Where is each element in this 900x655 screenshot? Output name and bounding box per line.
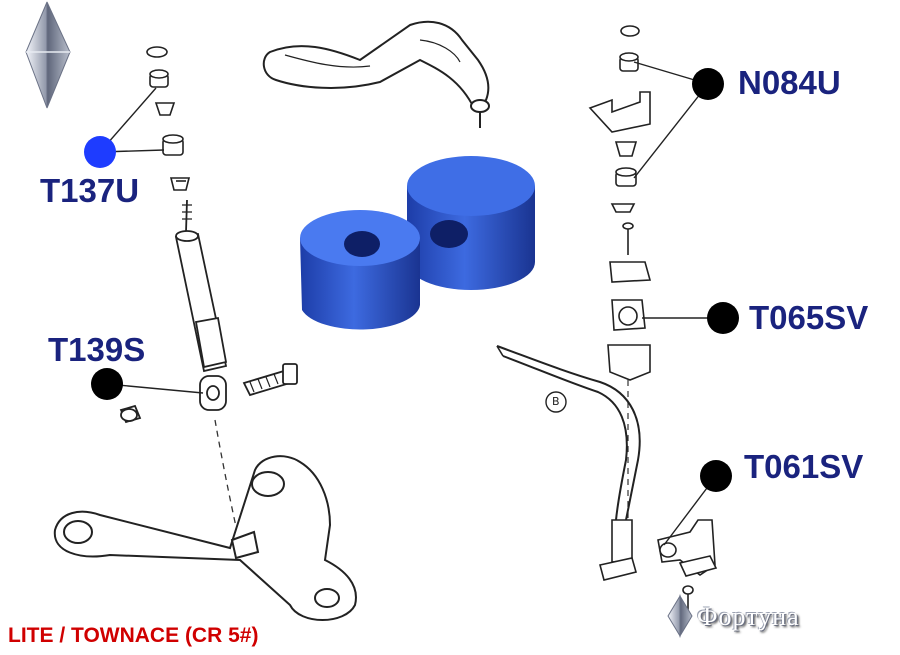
part-label-t137u: T137U	[40, 172, 140, 209]
part-label-t065sv: T065SV	[749, 299, 869, 336]
right-washer-stack	[588, 25, 652, 381]
n084u-marker-dot	[692, 68, 724, 100]
diamond-logo-icon	[25, 1, 71, 109]
t061sv-marker-dot	[700, 460, 732, 492]
brand-watermark: Фортуна	[697, 602, 800, 631]
t139s-marker-dot	[91, 368, 123, 400]
reference-circle	[545, 391, 567, 413]
part-label-t061sv: T061SV	[744, 448, 864, 485]
reference-mark: B	[552, 395, 560, 408]
vehicle-caption: LITE / TOWNACE (CR 5#)	[8, 624, 259, 647]
polyurethane-bushings-image	[300, 156, 535, 330]
left-washer-stack	[146, 46, 191, 191]
part-label-t139s: T139S	[48, 331, 146, 368]
part-label-n084u: N084U	[738, 64, 841, 101]
shock-absorber	[119, 199, 298, 424]
brand-gem-icon	[667, 594, 693, 638]
stabilizer-link-bracket	[599, 519, 718, 612]
t137u-marker-dot	[84, 136, 116, 168]
lower-control-arm	[53, 455, 357, 621]
upper-control-arm	[262, 20, 490, 128]
stabilizer-bar	[496, 345, 641, 521]
t065sv-marker-dot	[707, 302, 739, 334]
